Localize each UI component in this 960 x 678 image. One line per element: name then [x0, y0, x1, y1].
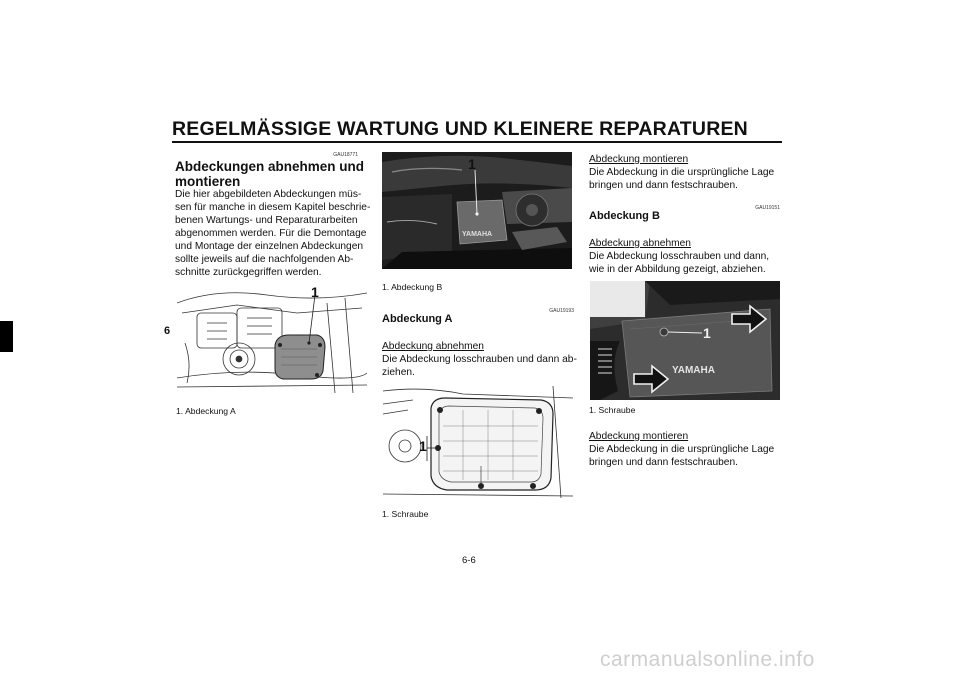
procedure-title: Abdeckung abnehmen — [589, 238, 691, 249]
text-line: bringen und dann festschrauben. — [589, 457, 738, 468]
page-number: 6-6 — [462, 555, 476, 566]
text-line: Die Abdeckung losschrauben und dann, — [589, 251, 770, 262]
figure-caption: 1. Abdeckung A — [176, 406, 236, 416]
section-heading: Abdeckungen abnehmen und montieren — [175, 159, 364, 189]
reference-code: GAU19151 — [755, 205, 780, 211]
figure-callout: 1 — [468, 156, 476, 172]
text-line: bringen und dann festschrauben. — [589, 180, 738, 191]
intro-paragraph: Die hier abgebildeten Abdeckungen müs- s… — [175, 188, 370, 279]
figure-callout: 1 — [419, 438, 427, 454]
reference-code: GAU19193 — [549, 308, 574, 314]
reference-code: GAU18771 — [333, 152, 358, 158]
engine-cover-a-illustration — [177, 283, 367, 396]
procedure-text: Die Abdeckung in die ursprüngliche Lage … — [589, 443, 774, 469]
text-line: sollte jeweils auf die nachfolgenden Ab- — [175, 254, 354, 265]
side-cover-b-photo: YAMAHA — [382, 152, 572, 269]
pull-arrow-icon — [731, 304, 768, 334]
section-heading-line: montieren — [175, 174, 241, 189]
cover-brand-text: YAMAHA — [462, 231, 492, 238]
procedure-title: Abdeckung abnehmen — [382, 341, 484, 352]
cover-brand-text: YAMAHA — [672, 365, 715, 376]
text-line: sen für manche in diesem Kapitel beschri… — [175, 202, 371, 213]
text-line: benen Wartungs- und Reparaturarbeiten — [175, 215, 358, 226]
procedure-text: Die Abdeckung in die ursprüngliche Lage … — [589, 166, 774, 192]
procedure-title: Abdeckung montieren — [589, 154, 689, 165]
figure-caption: 1. Abdeckung B — [382, 282, 443, 292]
side-cover-b-removal-photo: YAMAHA — [590, 281, 780, 400]
text-line: und Montage der einzelnen Abdeckungen — [175, 241, 364, 252]
cover-a-screws-illustration — [383, 386, 573, 498]
pull-arrow-icon — [633, 364, 670, 394]
procedure-text: Die Abdeckung losschrauben und dann ab- … — [382, 353, 577, 379]
title-rule — [172, 141, 782, 143]
chapter-tab — [0, 321, 13, 352]
text-line: abgenommen werden. Für die Demontage — [175, 228, 367, 239]
text-line: Die Abdeckung losschrauben und dann ab- — [382, 354, 577, 365]
figure-callout: 1 — [311, 284, 319, 300]
text-line: schnitte zurückgegriffen werden. — [175, 267, 322, 278]
procedure-title: Abdeckung montieren — [589, 431, 689, 442]
figure-caption: 1. Schraube — [382, 509, 429, 519]
watermark: carmanualsonline.info — [600, 648, 815, 671]
figure-caption: 1. Schraube — [589, 405, 636, 415]
figure-callout: 1 — [703, 325, 711, 341]
subsection-heading: Abdeckung A — [382, 313, 453, 325]
page-title: REGELMÄSSIGE WARTUNG UND KLEINERE REPARA… — [172, 118, 748, 140]
subsection-heading: Abdeckung B — [589, 210, 660, 222]
section-heading-line: Abdeckungen abnehmen und — [175, 159, 365, 174]
procedure-text: Die Abdeckung losschrauben und dann, wie… — [589, 250, 769, 276]
text-line: wie in der Abbildung gezeigt, abziehen. — [589, 264, 766, 275]
text-line: ziehen. — [382, 367, 415, 378]
chapter-number: 6 — [164, 325, 171, 337]
text-line: Die Abdeckung in die ursprüngliche Lage — [589, 444, 775, 455]
text-line: Die hier abgebildeten Abdeckungen müs- — [175, 189, 362, 200]
text-line: Die Abdeckung in die ursprüngliche Lage — [589, 167, 775, 178]
